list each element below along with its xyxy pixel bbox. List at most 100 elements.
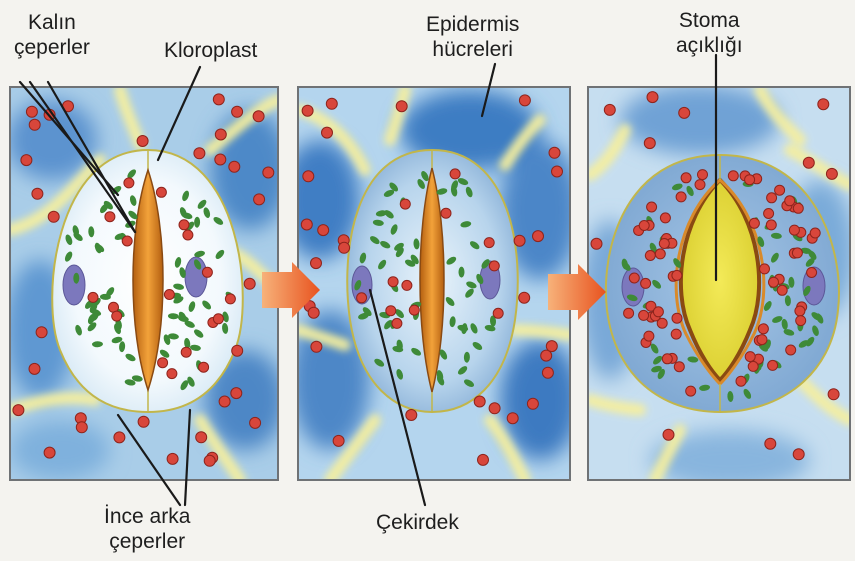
ion-icon: [137, 136, 148, 147]
ion-icon: [229, 161, 240, 172]
ion-icon: [489, 403, 500, 414]
ion-icon: [653, 307, 663, 317]
ion-icon: [318, 225, 329, 236]
ion-icon: [388, 277, 398, 287]
ion-icon: [489, 261, 499, 271]
ion-icon: [728, 171, 738, 181]
label-stoma-line2: açıklığı: [676, 33, 743, 58]
ion-icon: [641, 278, 651, 288]
ion-icon: [183, 230, 193, 240]
ion-icon: [29, 119, 40, 130]
ion-icon: [818, 99, 829, 110]
ion-icon: [204, 455, 215, 466]
ion-icon: [181, 347, 191, 357]
ion-icon: [311, 341, 322, 352]
panel-opening-stoma: [280, 87, 580, 480]
label-epidermis-line1: Epidermis: [426, 12, 519, 37]
ion-icon: [527, 398, 538, 409]
ion-icon: [244, 278, 255, 289]
ion-icon: [662, 354, 672, 364]
ion-icon: [604, 104, 615, 115]
ion-icon: [760, 264, 770, 274]
ion-icon: [156, 187, 166, 197]
ion-icon: [769, 277, 779, 287]
ion-icon: [339, 242, 350, 253]
chloroplast-icon: [459, 267, 465, 278]
ion-icon: [748, 361, 758, 371]
ion-icon: [795, 306, 805, 316]
ion-icon: [786, 345, 796, 355]
ion-icon: [519, 292, 530, 303]
ion-icon: [303, 171, 314, 182]
ion-icon: [507, 413, 518, 424]
ion-icon: [219, 396, 230, 407]
ion-icon: [441, 208, 451, 218]
ion-icon: [533, 231, 544, 242]
ion-icon: [322, 127, 333, 138]
ion-icon: [122, 236, 132, 246]
ion-icon: [745, 175, 755, 185]
ion-icon: [663, 429, 674, 440]
ion-icon: [736, 376, 746, 386]
ion-icon: [392, 318, 402, 328]
ion-icon: [807, 268, 817, 278]
ion-icon: [757, 335, 767, 345]
ion-icon: [194, 148, 205, 159]
ion-icon: [674, 362, 684, 372]
ion-icon: [828, 389, 839, 400]
label-chloroplast: Kloroplast: [164, 38, 257, 63]
ion-icon: [44, 447, 55, 458]
ion-icon: [88, 292, 98, 302]
label-stoma-line1: Stoma: [676, 8, 743, 33]
ion-icon: [659, 239, 669, 249]
ion-icon: [213, 314, 223, 324]
ion-icon: [644, 138, 655, 149]
ion-icon: [766, 220, 776, 230]
ion-icon: [326, 98, 337, 109]
ion-icon: [671, 329, 681, 339]
ion-icon: [672, 270, 682, 280]
ion-icon: [749, 218, 759, 228]
ion-icon: [124, 178, 134, 188]
ion-icon: [26, 106, 37, 117]
label-thick-walls-line2: çeperler: [14, 35, 90, 60]
ion-icon: [402, 280, 412, 290]
ion-icon: [21, 155, 32, 166]
panel-closed-stoma: [5, 87, 290, 480]
ion-icon: [105, 212, 115, 222]
ion-icon: [232, 106, 243, 117]
ion-icon: [311, 258, 322, 269]
ion-icon: [202, 267, 212, 277]
ion-icon: [672, 313, 682, 323]
ion-icon: [484, 238, 494, 248]
ion-icon: [196, 432, 207, 443]
ion-icon: [450, 169, 460, 179]
ion-icon: [793, 449, 804, 460]
ion-icon: [775, 185, 785, 195]
ion-icon: [765, 438, 776, 449]
ion-icon: [647, 92, 658, 103]
ion-icon: [493, 308, 503, 318]
label-stoma-opening: Stoma açıklığı: [676, 8, 743, 58]
ion-icon: [679, 107, 690, 118]
ion-icon: [231, 388, 242, 399]
ion-icon: [647, 202, 657, 212]
ion-icon: [254, 194, 265, 205]
ion-icon: [179, 220, 189, 230]
ion-icon: [542, 367, 553, 378]
ion-icon: [810, 228, 820, 238]
ion-icon: [655, 249, 665, 259]
ion-icon: [514, 235, 525, 246]
ion-icon: [112, 311, 122, 321]
ion-icon: [409, 305, 419, 315]
ion-icon: [253, 111, 264, 122]
ion-icon: [645, 251, 655, 261]
ion-icon: [167, 453, 178, 464]
ion-icon: [301, 219, 312, 230]
ion-icon: [164, 290, 174, 300]
ion-icon: [639, 221, 649, 231]
ion-icon: [676, 192, 686, 202]
label-epidermis-line2: hücreleri: [426, 37, 519, 62]
